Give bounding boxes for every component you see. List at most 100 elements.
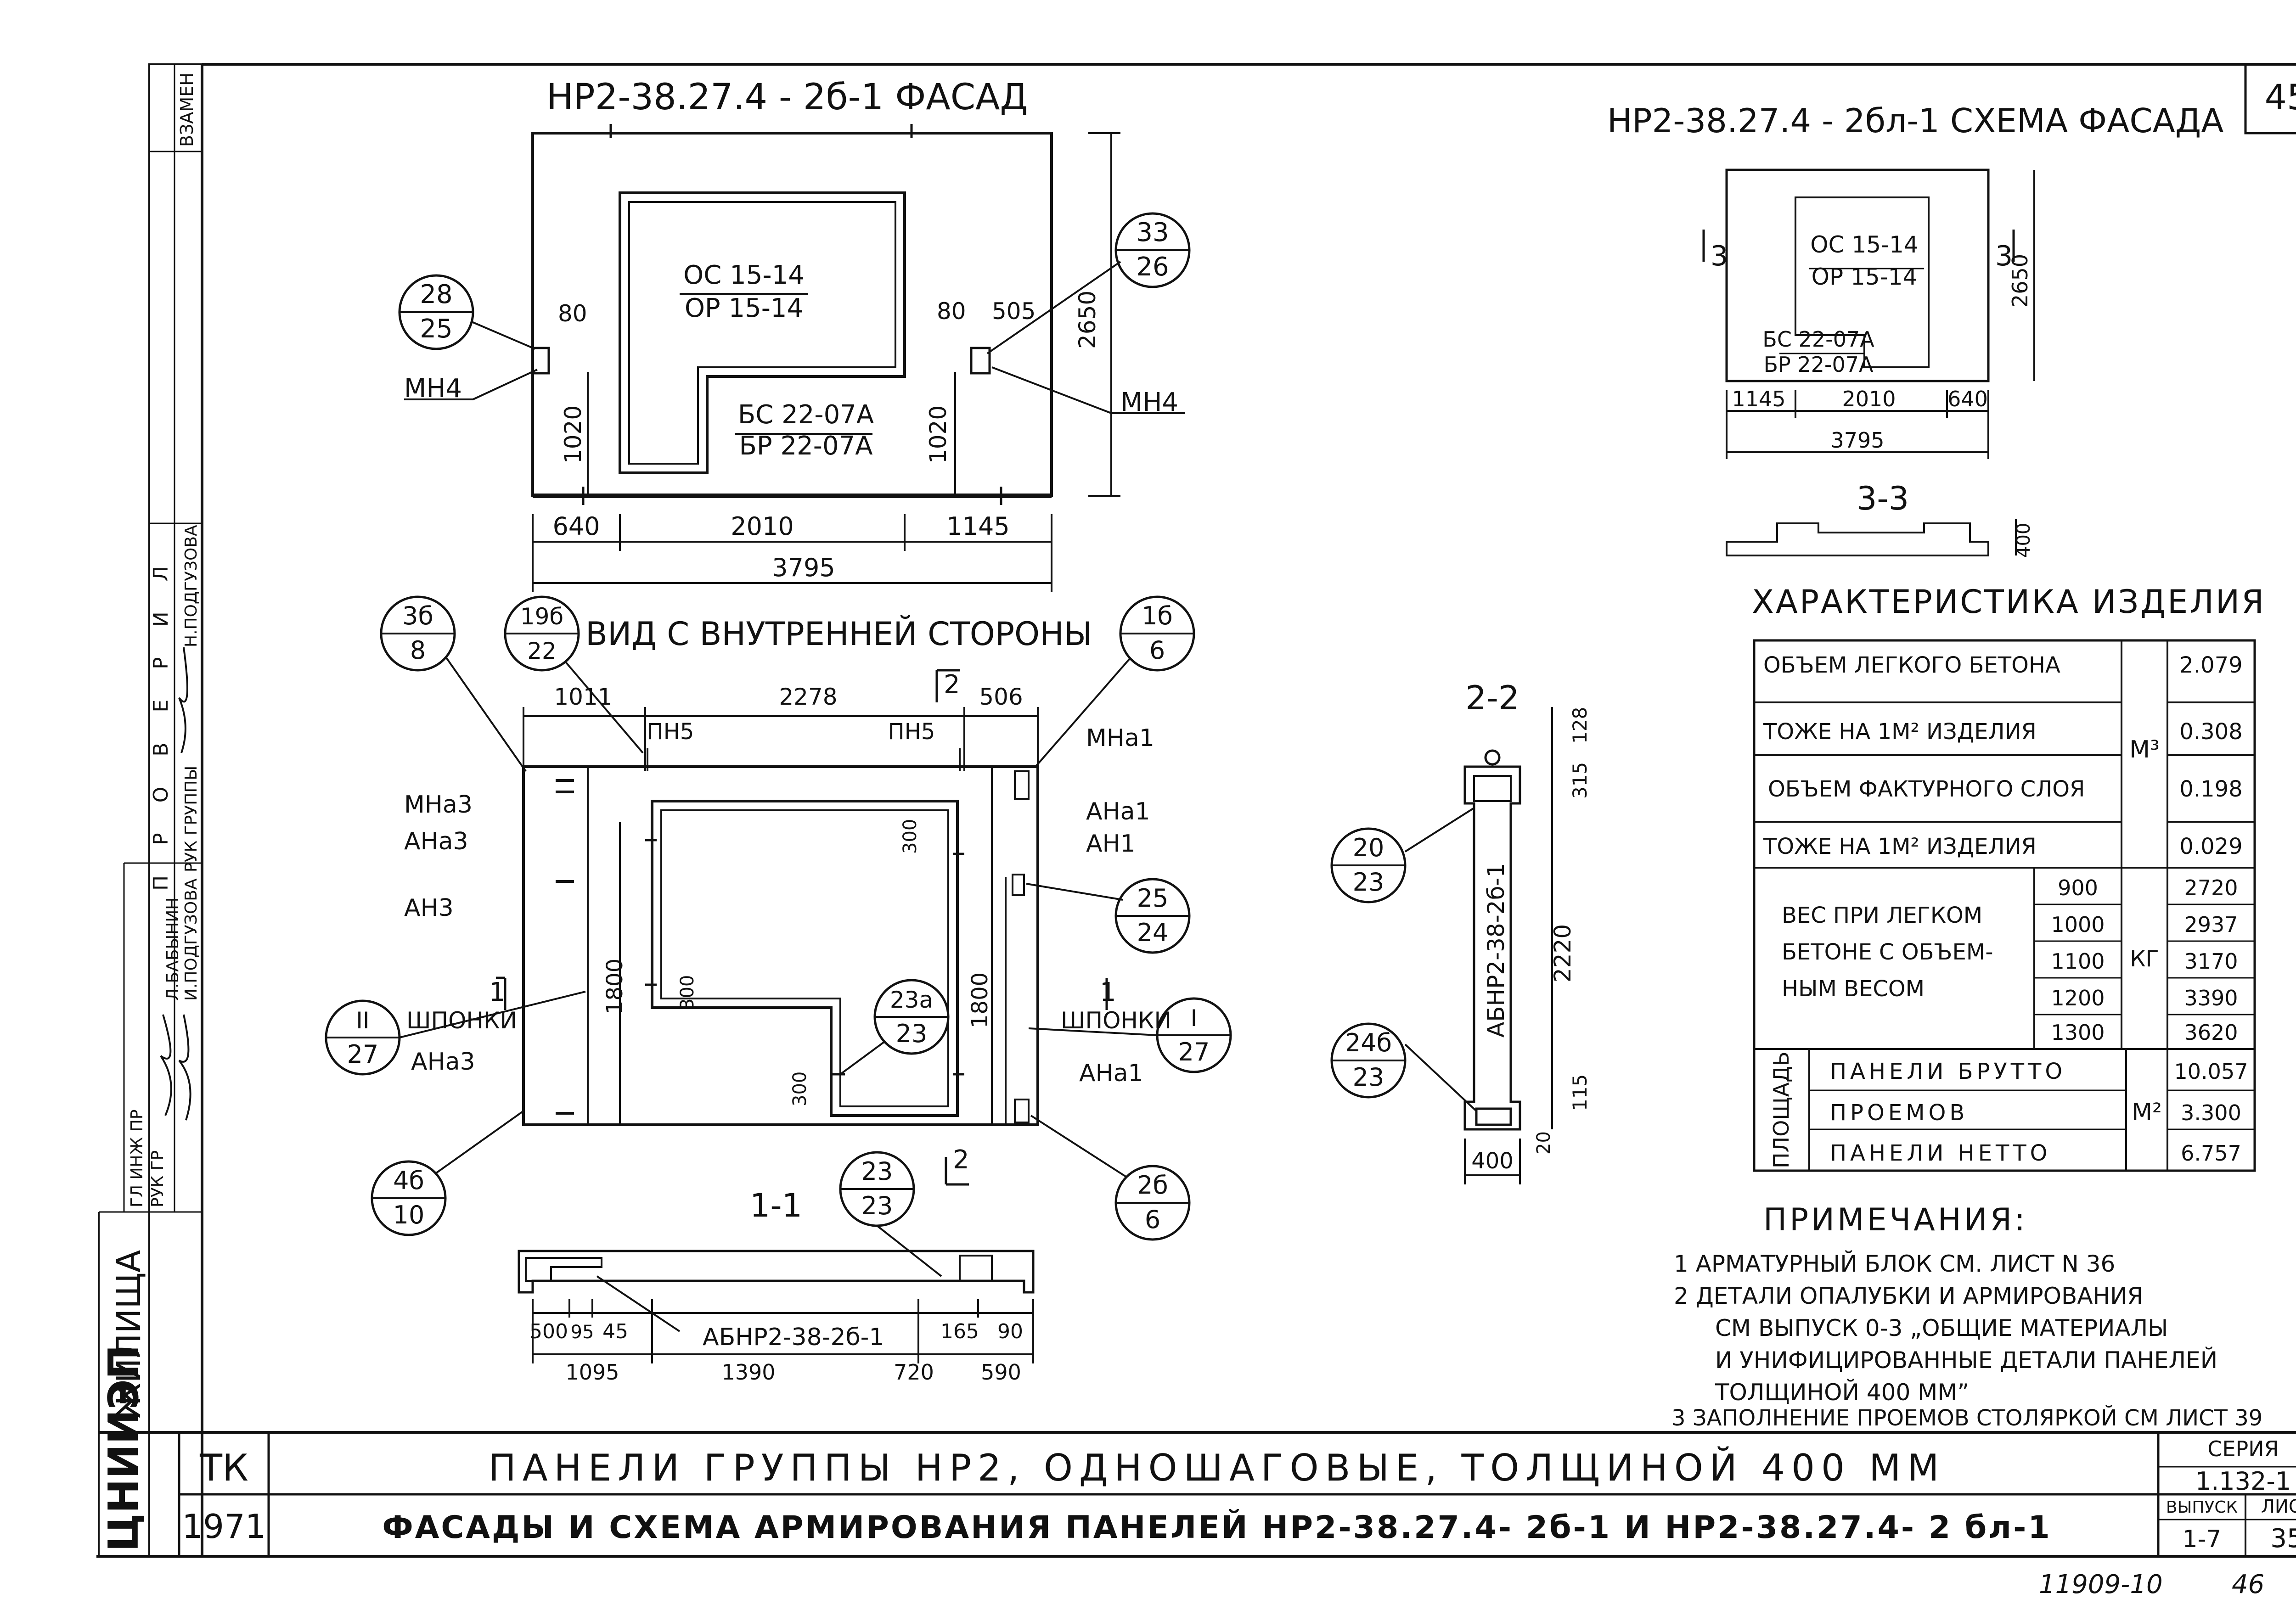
char-area-row-1: ПАНЕЛИ БРУТТО — [1830, 1059, 2066, 1084]
inner-shponki-right: ШПОНКИ — [1061, 1007, 1171, 1034]
side-signature-3 — [178, 1014, 191, 1121]
facade-mn4-left: МН4 — [404, 374, 462, 404]
inner-c3-top: 1б — [1142, 601, 1173, 630]
scheme-drawing — [1702, 168, 2035, 556]
char-weight-3620: 3620 — [2184, 1020, 2238, 1045]
inner-c7-top: 23а — [890, 987, 933, 1013]
inner-pn5-a: ПН5 — [647, 719, 694, 745]
inner-c2-top: 19б — [520, 603, 563, 630]
scheme-window-top: ОС 15-14 — [1810, 231, 1918, 258]
scheme-dim-640: 640 — [1947, 387, 1988, 411]
char-density-1200: 1200 — [2051, 986, 2105, 1010]
facade-dim-3795: 3795 — [772, 553, 835, 582]
note-2a: 2 ДЕТАЛИ ОПАЛУБКИ И АРМИРОВАНИЯ — [1674, 1283, 2143, 1309]
facade-dim-1145: 1145 — [946, 512, 1009, 541]
facade-annotations — [398, 212, 1191, 414]
facade-dim-80-left: 80 — [558, 300, 587, 327]
institute-logo: ЦНИИЭП — [100, 1345, 148, 1552]
scheme-section-title: 3-3 — [1857, 480, 1909, 517]
tb-tk: ТК — [199, 1447, 248, 1489]
inner-dim-506: 506 — [979, 684, 1023, 710]
tb-seriya-label: СЕРИЯ — [2207, 1436, 2279, 1461]
char-val-2: 0.308 — [2179, 719, 2242, 745]
facade-circle-left-bot: 25 — [420, 314, 452, 344]
inner-c4-top: II — [356, 1007, 370, 1034]
section-22-dim-128: 128 — [1569, 707, 1591, 744]
facade-window-bot: ОР 15-14 — [685, 293, 803, 323]
facade-circle-left-top: 28 — [420, 280, 452, 309]
tb-year: 1971 — [182, 1507, 266, 1546]
char-area-val-3: 6.757 — [2181, 1141, 2241, 1166]
char-density-1100: 1100 — [2051, 949, 2105, 974]
inner-ana3-b: АНа3 — [411, 1048, 475, 1076]
inner-dim-300-b: 300 — [677, 975, 698, 1010]
char-density-900: 900 — [2058, 875, 2098, 900]
char-weight-3390: 3390 — [2184, 986, 2238, 1010]
section-11-dim-45: 45 — [602, 1320, 628, 1343]
inner-c6-bot: 24 — [1137, 918, 1169, 947]
inner-c1-bot: 8 — [410, 636, 426, 665]
inner-c10-top: 23 — [861, 1157, 893, 1186]
inner-c10-bot: 23 — [861, 1191, 893, 1220]
scheme-dim-2650: 2650 — [2008, 254, 2032, 308]
side-podguzova: Н.ПОДГУЗОВА — [182, 525, 201, 647]
char-unit-m2: М² — [2132, 1099, 2162, 1126]
facade-dim-1020-right: 1020 — [925, 405, 951, 464]
char-unit-kg: КГ — [2130, 946, 2159, 972]
char-val-3: 0.198 — [2179, 776, 2242, 802]
inner-an1: АН1 — [1086, 830, 1136, 858]
char-weight-2937: 2937 — [2184, 912, 2238, 937]
section-11-dim-90: 90 — [997, 1320, 1023, 1343]
side-ruk-gruppy: РУК ГРУППЫ — [182, 766, 201, 872]
inner-mna1: МНа1 — [1086, 724, 1154, 752]
inner-c8-bot: 27 — [1178, 1038, 1210, 1066]
char-area-val-2: 3.300 — [2181, 1100, 2241, 1125]
inner-c5-top: 4б — [393, 1166, 424, 1195]
note-3: 3 ЗАПОЛНЕНИЕ ПРОЕМОВ СТОЛЯРКОЙ СМ ЛИСТ 3… — [1671, 1405, 2262, 1431]
scheme-window-bot: ОР 15-14 — [1812, 264, 1918, 290]
char-unit-m3: М³ — [2129, 736, 2160, 763]
char-weight-3170: 3170 — [2184, 949, 2238, 974]
tb-vypusk: 1-7 — [2183, 1526, 2222, 1553]
scheme-title: НР2-38.27.4 - 2бл-1 СХЕМА ФАСАДА — [1607, 101, 2223, 140]
section-11-title: 1-1 — [750, 1187, 802, 1224]
side-proveril: П Р О В Е Р И Л — [149, 554, 173, 891]
facade-dim-80-right: 80 — [937, 298, 966, 325]
section-11-dim-590: 590 — [981, 1360, 1021, 1385]
side-babynin: Л.БАБЫНИН — [163, 898, 182, 1001]
section-22-dim-115: 115 — [1569, 1074, 1591, 1111]
side-gl-inzh: ГЛ ИНЖ ПР — [128, 1110, 146, 1207]
facade-door-bot: БР 22-07А — [739, 431, 872, 461]
facade-dim-lines — [532, 132, 1120, 592]
section-22-drawing — [1330, 707, 1553, 1184]
inner-dim-300-a: 300 — [900, 819, 921, 854]
inner-mna3: МНа3 — [404, 791, 473, 819]
scheme-door-bot: БР 22-07А — [1763, 352, 1874, 377]
facade-mn4-right: МН4 — [1120, 387, 1178, 417]
inner-dim-1800-right: 1800 — [967, 972, 993, 1028]
inner-section-2-bot: 2 — [953, 1145, 969, 1175]
char-area-val-1: 10.057 — [2174, 1059, 2248, 1084]
inner-section-1-right: 1 — [1100, 977, 1116, 1007]
tb-list-label: ЛИСТ — [2261, 1496, 2296, 1517]
section-22-circle-a-bot: 23 — [1353, 868, 1384, 897]
inner-c8-top: I — [1191, 1005, 1198, 1032]
char-area-row-3: ПАНЕЛИ НЕТТО — [1830, 1140, 2051, 1166]
footer-page: 46 — [2232, 1570, 2264, 1599]
char-density-1000: 1000 — [2051, 912, 2105, 937]
facade-dim-505: 505 — [992, 298, 1035, 325]
note-2b: СМ ВЫПУСК 0-3 „ОБЩИЕ МАТЕРИАЛЫ — [1715, 1315, 2168, 1341]
stamp-number: 45 — [2265, 77, 2296, 118]
tb-list: 35 — [2270, 1524, 2296, 1554]
inner-shponki-left: ШПОНКИ — [406, 1007, 517, 1034]
section-22-title: 2-2 — [1465, 679, 1519, 717]
char-row-1: ОБЪЕМ ЛЕГКОГО БЕТОНА — [1763, 652, 2060, 678]
title-block-lines — [99, 1431, 2296, 1556]
char-area-row-2: ПРОЕМОВ — [1830, 1100, 1968, 1126]
section-22-circle-a-top: 20 — [1353, 833, 1384, 862]
notes-title: ПРИМЕЧАНИЯ: — [1763, 1202, 2028, 1238]
inner-view-circles — [325, 595, 1232, 1277]
char-val-4: 0.029 — [2179, 834, 2242, 859]
char-row-4: ТОЖЕ НА 1М² ИЗДЕЛИЯ — [1763, 834, 2037, 859]
